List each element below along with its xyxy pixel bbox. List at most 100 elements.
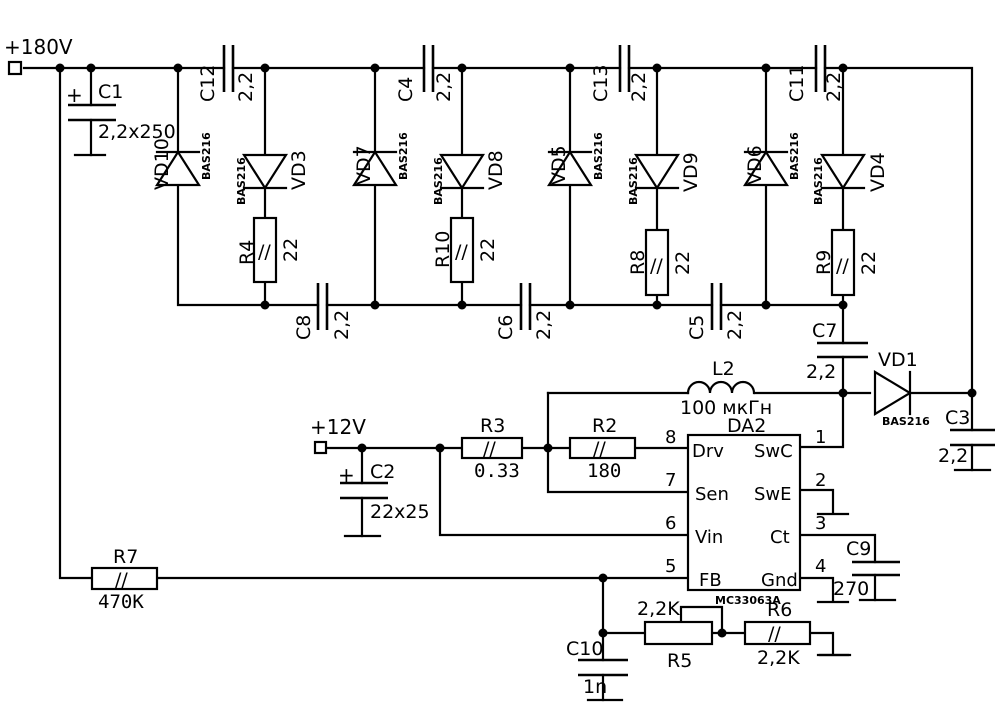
r10-value: 22 xyxy=(477,238,499,262)
pin-swc-label: SwC xyxy=(754,441,793,462)
capacitor-c3: C3 2,2 xyxy=(938,407,995,467)
capacitor-c6: C6 2,2 xyxy=(495,283,555,340)
junction-dot xyxy=(260,63,270,73)
pin-3-number: 3 xyxy=(815,513,826,534)
c12-ref: C12 xyxy=(197,65,219,102)
vd5-part: BAS216 xyxy=(592,132,605,180)
pin-5-number: 5 xyxy=(665,556,676,577)
inductor-l2: L2 100 мкГн xyxy=(680,358,772,419)
diode-vd1: VD1 BAS216 xyxy=(873,349,930,428)
c10-ref: C10 xyxy=(566,638,603,660)
ct-wire xyxy=(798,533,877,602)
junction-dot xyxy=(370,300,380,310)
junction-dot xyxy=(598,573,608,583)
terminal-180v-label: +180V xyxy=(4,35,73,59)
vd1-part: BAS216 xyxy=(882,415,930,428)
c8-value: 2,2 xyxy=(331,310,353,340)
junction-dot xyxy=(761,300,771,310)
c3-ref: C3 xyxy=(945,407,970,429)
c11-value: 2,2 xyxy=(823,72,845,102)
c10-value: 1n xyxy=(583,676,607,698)
polarity-plus-icon: + xyxy=(338,463,355,487)
ic-body xyxy=(686,433,802,592)
diode-vd7: VD7 BAS216 xyxy=(351,132,410,187)
vd9-ref: VD9 xyxy=(680,152,702,192)
junction-dot xyxy=(598,628,608,638)
feedback-left-wire xyxy=(58,66,94,580)
junction-dot xyxy=(652,63,662,73)
divider-wire xyxy=(601,631,850,657)
junction-dot xyxy=(457,63,467,73)
capacitor-c2: + C2 22x25 xyxy=(338,461,430,523)
diode-vd9: BAS216 VD9 xyxy=(627,152,702,205)
r7-value: 470K xyxy=(98,591,144,613)
capacitor-c11: C11 2,2 xyxy=(786,45,845,102)
bottom-rail-wire xyxy=(176,66,845,307)
junction-dot xyxy=(55,63,65,73)
vd6-ref: VD6 xyxy=(744,145,766,185)
diode-triangle-icon xyxy=(351,149,399,187)
terminal-180v: +180V xyxy=(4,35,73,76)
junction-dot xyxy=(717,628,727,638)
r5-wiper-wire xyxy=(679,605,724,635)
junction-dot xyxy=(565,300,575,310)
junction-dot xyxy=(838,300,848,310)
diode-triangle-icon xyxy=(742,149,790,187)
r3-ref: R3 xyxy=(480,415,505,437)
pin-1-number: 1 xyxy=(815,427,826,448)
r9-value: 22 xyxy=(858,251,880,275)
resistor-r9: // R9 22 xyxy=(813,228,880,297)
c2-value: 22x25 xyxy=(370,501,430,523)
r5-ref: R5 xyxy=(667,650,692,672)
terminal-square-icon xyxy=(313,440,328,455)
junction-dot xyxy=(565,63,575,73)
resistor-slash-icon: // xyxy=(650,255,663,277)
junction-dot xyxy=(457,300,467,310)
pin-fb-label: FB xyxy=(699,570,722,591)
ic-da2: DA2 MC33063A 8 Drv 7 Sen 6 Vin 5 FB 1 Sw… xyxy=(665,415,826,607)
capacitor-c13: C13 2,2 xyxy=(590,45,650,102)
vd4-ref: VD4 xyxy=(867,152,889,192)
diode-vd4: BAS216 VD4 xyxy=(812,152,889,205)
diode-vd3: BAS216 VD3 xyxy=(235,150,310,205)
capacitor-c8: C8 2,2 xyxy=(293,283,353,340)
capacitor-c10: C10 1n xyxy=(566,638,628,698)
pin-4-number: 4 xyxy=(815,556,826,577)
c5-ref: C5 xyxy=(686,315,708,340)
r6-value: 2,2K xyxy=(757,647,800,669)
vd9-part: BAS216 xyxy=(627,157,640,205)
pin-drv-label: Drv xyxy=(692,441,724,462)
resistor-slash-icon: // xyxy=(768,623,781,645)
swe-ground-wire xyxy=(798,488,850,516)
diode-triangle-icon xyxy=(438,153,486,191)
ic-part: MC33063A xyxy=(715,594,781,607)
gnd-wire xyxy=(798,576,850,604)
resistor-slash-icon: // xyxy=(483,438,496,460)
swc-wire xyxy=(798,355,845,449)
capacitor-c1: + C1 2,2x250 xyxy=(66,81,176,143)
vd8-part: BAS216 xyxy=(432,157,445,205)
ground-bars xyxy=(73,153,992,702)
r10-ref: R10 xyxy=(432,231,454,268)
pin-6-number: 6 xyxy=(665,513,676,534)
c2-ref: C2 xyxy=(370,461,395,483)
diode-triangle-icon xyxy=(873,370,913,416)
diode-triangle-icon xyxy=(546,149,594,187)
capacitor-c5: C5 2,2 xyxy=(686,283,746,340)
vd3-ref: VD3 xyxy=(288,150,310,190)
junction-dot xyxy=(357,443,367,453)
junction-dot xyxy=(652,300,662,310)
r8-ref: R8 xyxy=(627,250,649,275)
c11-ref: C11 xyxy=(786,65,808,102)
junction-dot xyxy=(838,63,848,73)
top-rail-wire xyxy=(22,66,974,395)
vd6-part: BAS216 xyxy=(788,132,801,180)
pin-7-number: 7 xyxy=(665,470,676,491)
r4-ref: R4 xyxy=(236,240,258,265)
r9-ref: R9 xyxy=(813,250,835,275)
polarity-plus-icon: + xyxy=(66,83,83,107)
r3-value: 0.33 xyxy=(474,460,520,482)
sen-wire xyxy=(546,391,690,494)
